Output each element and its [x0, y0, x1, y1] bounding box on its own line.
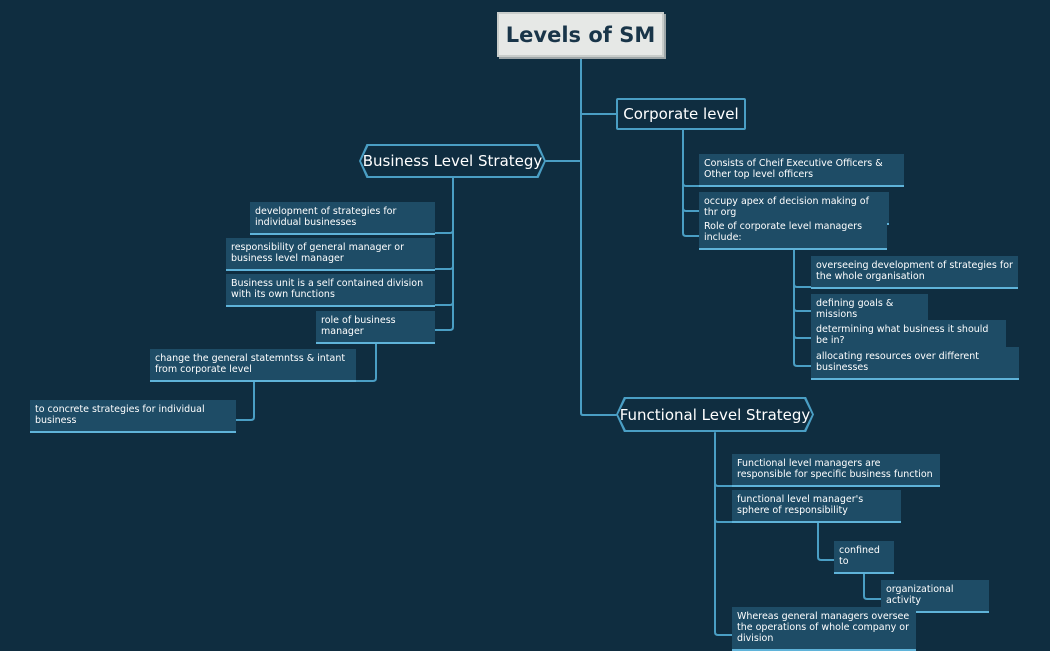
business-item-text: Business unit is a self contained divisi…	[231, 278, 424, 300]
functional-item-3[interactable]: Whereas general managers oversee the ope…	[732, 607, 916, 651]
corporate-role-text: determining what business it should be i…	[816, 324, 989, 346]
connector-line	[793, 283, 813, 312]
connector-line	[580, 57, 617, 416]
business-item-4[interactable]: role of business manager	[316, 311, 435, 344]
connector-line	[714, 518, 734, 636]
connector-line	[714, 432, 734, 487]
connector-line	[355, 331, 377, 382]
functional-confined[interactable]: confined to	[834, 541, 894, 574]
corporate-role-4[interactable]: allocating resources over different busi…	[811, 347, 1019, 380]
connector-line	[434, 301, 454, 331]
functional-activity-text: organizational activity	[886, 584, 954, 606]
business-item-text: responsibility of general manager or bus…	[231, 242, 404, 264]
connector-line	[434, 229, 454, 270]
connector-line	[863, 560, 883, 600]
root-title: Levels of SM	[505, 22, 656, 47]
corporate-item-1[interactable]: Consists of Cheif Executive Officers & O…	[699, 154, 904, 187]
business-item-text: development of strategies for individual…	[255, 206, 397, 228]
corporate-role-text: defining goals & missions	[816, 298, 894, 320]
connector-line	[682, 128, 701, 187]
root-topic[interactable]: Levels of SM	[497, 12, 664, 57]
corporate-item-text: occupy apex of decision making of thr or…	[704, 196, 869, 218]
business-item-3[interactable]: Business unit is a self contained divisi…	[226, 274, 435, 307]
functional-item-text: Functional level managers are responsibl…	[737, 458, 933, 480]
business-level-topic[interactable]: Business Level Strategy	[359, 144, 546, 178]
connector-line	[682, 182, 701, 212]
connector-line	[793, 307, 813, 339]
connector-line	[235, 381, 255, 421]
connector-line	[714, 482, 734, 523]
connector-line	[434, 177, 454, 234]
functional-item-2[interactable]: functional level manager's sphere of res…	[732, 490, 901, 523]
business-role-grandchild-text: to concrete strategies for individual bu…	[35, 404, 205, 426]
business-role-grandchild[interactable]: to concrete strategies for individual bu…	[30, 400, 236, 433]
connector-line	[682, 207, 701, 237]
corporate-level-topic[interactable]: Corporate level	[616, 98, 746, 130]
business-item-1[interactable]: development of strategies for individual…	[250, 202, 435, 235]
business-title: Business Level Strategy	[361, 146, 544, 176]
connector-line	[817, 522, 836, 561]
corporate-title: Corporate level	[623, 105, 739, 123]
business-item-text: role of business manager	[321, 315, 396, 337]
corporate-item-text: Consists of Cheif Executive Officers & O…	[704, 158, 883, 180]
business-role-child[interactable]: change the general statemntss & intant f…	[150, 349, 356, 382]
corporate-item-3[interactable]: Role of corporate level managers include…	[699, 217, 887, 250]
functional-item-text: functional level manager's sphere of res…	[737, 494, 864, 516]
functional-item-text: Whereas general managers oversee the ope…	[737, 611, 910, 644]
connector-line	[434, 265, 454, 306]
corporate-role-text: overseeing development of strategies for…	[816, 260, 1013, 282]
business-item-2[interactable]: responsibility of general manager or bus…	[226, 238, 435, 271]
functional-confined-text: confined to	[839, 545, 880, 567]
functional-level-topic[interactable]: Functional Level Strategy	[616, 397, 814, 432]
functional-item-1[interactable]: Functional level managers are responsibl…	[732, 454, 940, 487]
connector-line	[793, 334, 813, 367]
business-role-child-text: change the general statemntss & intant f…	[155, 353, 346, 375]
corporate-item-text: Role of corporate level managers include…	[704, 221, 863, 243]
corporate-role-text: allocating resources over different busi…	[816, 351, 980, 373]
corporate-role-1[interactable]: overseeing development of strategies for…	[811, 256, 1018, 289]
functional-title: Functional Level Strategy	[618, 399, 812, 430]
